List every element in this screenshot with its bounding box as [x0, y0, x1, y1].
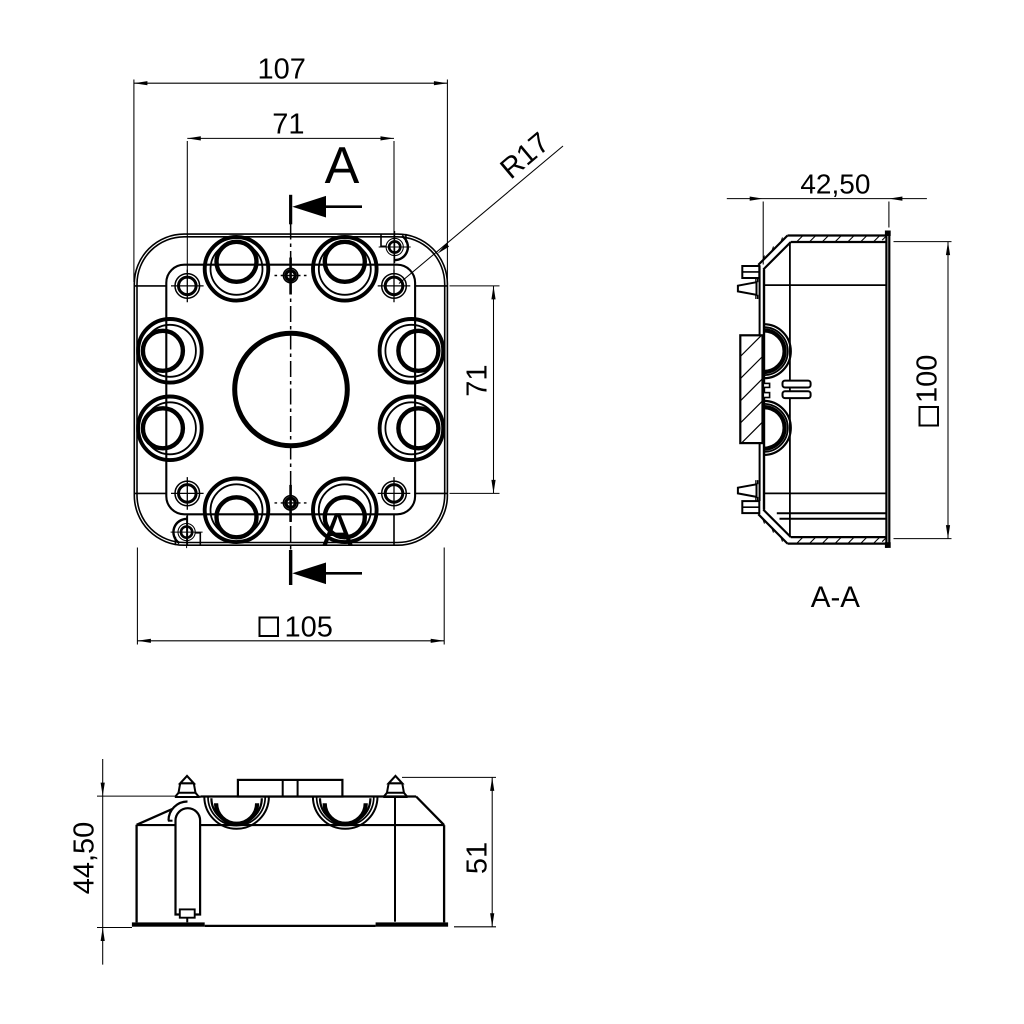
svg-text:44,50: 44,50: [69, 822, 101, 895]
svg-text:71: 71: [272, 108, 304, 140]
svg-text:107: 107: [258, 54, 306, 86]
svg-text:51: 51: [462, 842, 494, 874]
svg-text:A: A: [322, 504, 353, 556]
svg-text:71: 71: [462, 364, 494, 396]
svg-text:A-A: A-A: [811, 581, 861, 614]
svg-text:42,50: 42,50: [800, 169, 870, 200]
svg-text:100: 100: [912, 355, 944, 403]
svg-text:105: 105: [285, 612, 333, 644]
svg-text:A: A: [325, 137, 360, 195]
